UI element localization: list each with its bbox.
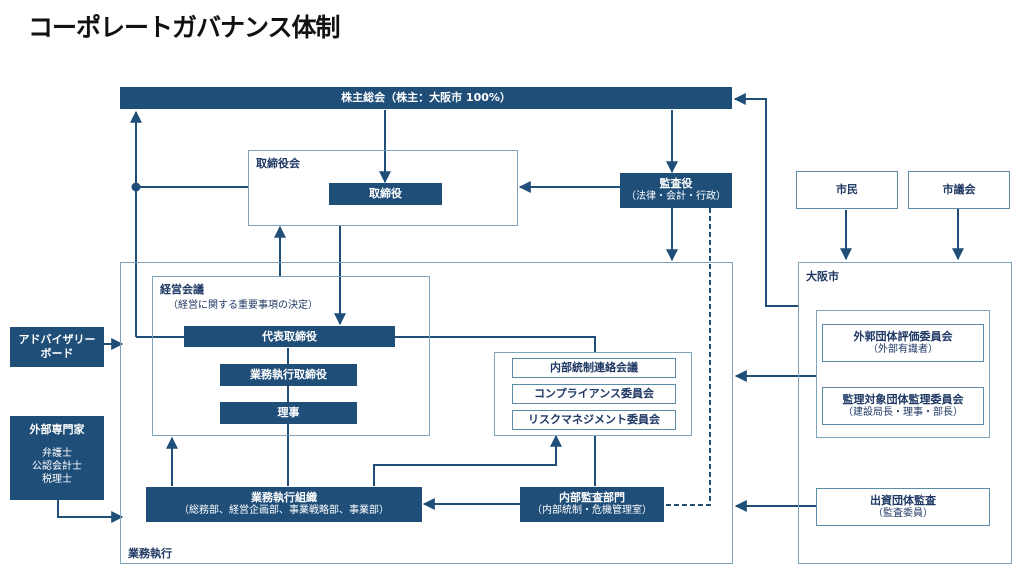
risk-committee-box: リスクマネジメント委員会 — [512, 410, 676, 430]
executive-director-text: 業務執行取締役 — [250, 368, 327, 382]
expert-tax-accountant: 税理士 — [42, 473, 72, 485]
business-org-box: 業務執行組織 （総務部、経営企画部、事業戦略部、事業部） — [146, 487, 422, 522]
external-experts-text: 外部専門家 — [29, 423, 85, 436]
investment-audit-box: 出資団体監査 （監査委員） — [816, 488, 990, 526]
board-label: 取締役会 — [256, 157, 300, 170]
internal-audit-sub: （内部統制・危機管理室） — [532, 505, 652, 517]
supervision-committee-text: 監理対象団体監理委員会 — [842, 392, 964, 406]
management-meeting-sub: （経営に関する重要事項の決定） — [168, 300, 318, 311]
representative-director-box: 代表取締役 — [184, 326, 395, 347]
supervision-committee-sub: （建設局長・理事・部長） — [843, 406, 963, 418]
compliance-committee-text: コンプライアンス委員会 — [533, 387, 654, 401]
page-title: コーポレートガバナンス体制 — [28, 13, 341, 42]
evaluation-committee-sub: （外部有識者） — [868, 343, 938, 355]
external-experts-box: 外部専門家 弁護士 公認会計士 税理士 — [10, 416, 104, 500]
business-org-sub: （総務部、経営企画部、事業戦略部、事業部） — [179, 505, 389, 517]
expert-lawyer: 弁護士 — [42, 447, 72, 459]
citizens-box: 市民 — [796, 171, 898, 209]
internal-audit-box: 内部監査部門 （内部統制・危機管理室） — [520, 487, 664, 522]
executive-director-box: 業務執行取締役 — [220, 364, 357, 386]
osaka-city-frame — [798, 262, 1012, 564]
risk-committee-text: リスクマネジメント委員会 — [528, 413, 660, 427]
internal-audit-text: 内部監査部門 — [559, 491, 625, 505]
city-council-text: 市議会 — [942, 183, 976, 197]
director-text: 取締役 — [369, 187, 402, 201]
representative-director-text: 代表取締役 — [262, 329, 317, 343]
management-meeting-frame — [152, 276, 430, 436]
junction-dot — [131, 182, 141, 192]
management-meeting-label: 経営会議 — [160, 283, 204, 296]
expert-list: 弁護士 公認会計士 税理士 — [32, 447, 82, 486]
city-council-box: 市議会 — [908, 171, 1010, 209]
investment-audit-sub: （監査委員） — [873, 507, 933, 519]
director-box: 取締役 — [329, 183, 442, 205]
osaka-committees-frame — [816, 310, 990, 438]
auditor-text: 監査役 — [659, 177, 693, 191]
internal-control-council-text: 内部統制連絡会議 — [550, 361, 638, 375]
board-member-text: 理事 — [277, 406, 300, 420]
auditor-sub: （法律・会計・行政） — [626, 191, 726, 203]
advisory-board-line1: アドバイザリー — [18, 333, 96, 347]
expert-cpa: 公認会計士 — [32, 460, 82, 472]
investment-audit-text: 出資団体監査 — [870, 493, 936, 507]
business-execution-label: 業務執行 — [128, 547, 172, 560]
compliance-committee-box: コンプライアンス委員会 — [512, 384, 676, 404]
internal-control-council-box: 内部統制連絡会議 — [512, 358, 676, 378]
shareholders-meeting-box: 株主総会（株主：大阪市 100%） — [120, 87, 732, 109]
supervision-committee-box: 監理対象団体監理委員会 （建設局長・理事・部長） — [822, 387, 984, 425]
advisory-board-line2: ボード — [40, 347, 74, 360]
internal-control-frame — [494, 352, 692, 436]
evaluation-committee-box: 外郭団体評価委員会 （外部有識者） — [822, 324, 984, 362]
business-execution-frame — [120, 262, 733, 564]
auditor-box: 監査役 （法律・会計・行政） — [620, 173, 732, 208]
board-member-box: 理事 — [220, 402, 357, 424]
board-frame — [248, 150, 518, 226]
evaluation-committee-text: 外郭団体評価委員会 — [853, 329, 953, 343]
citizens-text: 市民 — [836, 183, 858, 197]
advisory-board-box: アドバイザリー ボード — [10, 327, 104, 367]
shareholders-meeting-text: 株主総会（株主：大阪市 100%） — [341, 91, 511, 105]
business-org-text: 業務執行組織 — [251, 491, 317, 505]
osaka-city-label: 大阪市 — [806, 270, 839, 283]
